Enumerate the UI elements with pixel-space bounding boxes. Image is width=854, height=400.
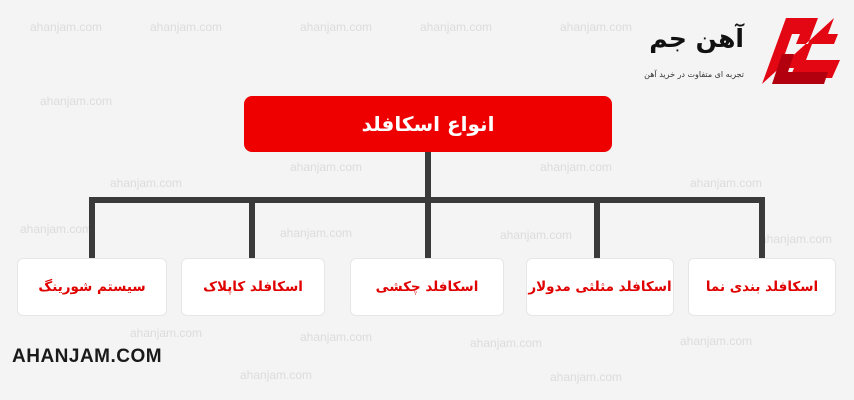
watermark: ahanjam.com <box>470 336 543 350</box>
brand-logo-icon <box>762 18 840 84</box>
child-node-label: اسکافلد مثلثی مدولار <box>528 279 672 295</box>
watermark: ahanjam.com <box>560 20 633 34</box>
brand-logo: آهن جم تجربه ای متفاوت در خرید آهن <box>644 14 840 86</box>
child-node: اسکافلد بندی نما <box>688 258 836 316</box>
child-node: اسکافلد چکشی <box>350 258 504 316</box>
watermark: ahanjam.com <box>110 176 183 190</box>
watermark: ahanjam.com <box>300 20 373 34</box>
child-node-label: اسکافلد کاپلاک <box>203 279 303 295</box>
child-node: اسکافلد کاپلاک <box>181 258 325 316</box>
watermark: ahanjam.com <box>550 370 623 384</box>
watermark: ahanjam.com <box>760 232 833 246</box>
child-node: سیستم شورینگ <box>17 258 167 316</box>
watermark: ahanjam.com <box>130 326 203 340</box>
watermark: ahanjam.com <box>680 334 753 348</box>
watermark: ahanjam.com <box>540 160 613 174</box>
watermark: ahanjam.com <box>420 20 493 34</box>
watermark: ahanjam.com <box>20 222 93 236</box>
watermark: ahanjam.com <box>280 226 353 240</box>
child-node-label: اسکافلد بندی نما <box>705 279 819 295</box>
brand-tagline: تجربه ای متفاوت در خرید آهن <box>644 70 744 79</box>
watermark: ahanjam.com <box>240 368 313 382</box>
watermark: ahanjam.com <box>40 94 113 108</box>
watermark: ahanjam.com <box>30 20 103 34</box>
watermark: ahanjam.com <box>690 176 763 190</box>
watermark: ahanjam.com <box>150 20 223 34</box>
site-url: AHANJAM.COM <box>12 346 163 367</box>
brand-name: آهن جم <box>649 24 744 53</box>
root-node-label: انواع اسکافلد <box>361 112 495 136</box>
child-node-label: سیستم شورینگ <box>38 279 146 295</box>
root-node: انواع اسکافلد <box>244 96 612 152</box>
watermark: ahanjam.com <box>300 330 373 344</box>
watermark: ahanjam.com <box>500 228 573 242</box>
child-node: اسکافلد مثلثی مدولار <box>526 258 674 316</box>
watermark: ahanjam.com <box>290 160 363 174</box>
child-node-label: اسکافلد چکشی <box>375 279 479 295</box>
